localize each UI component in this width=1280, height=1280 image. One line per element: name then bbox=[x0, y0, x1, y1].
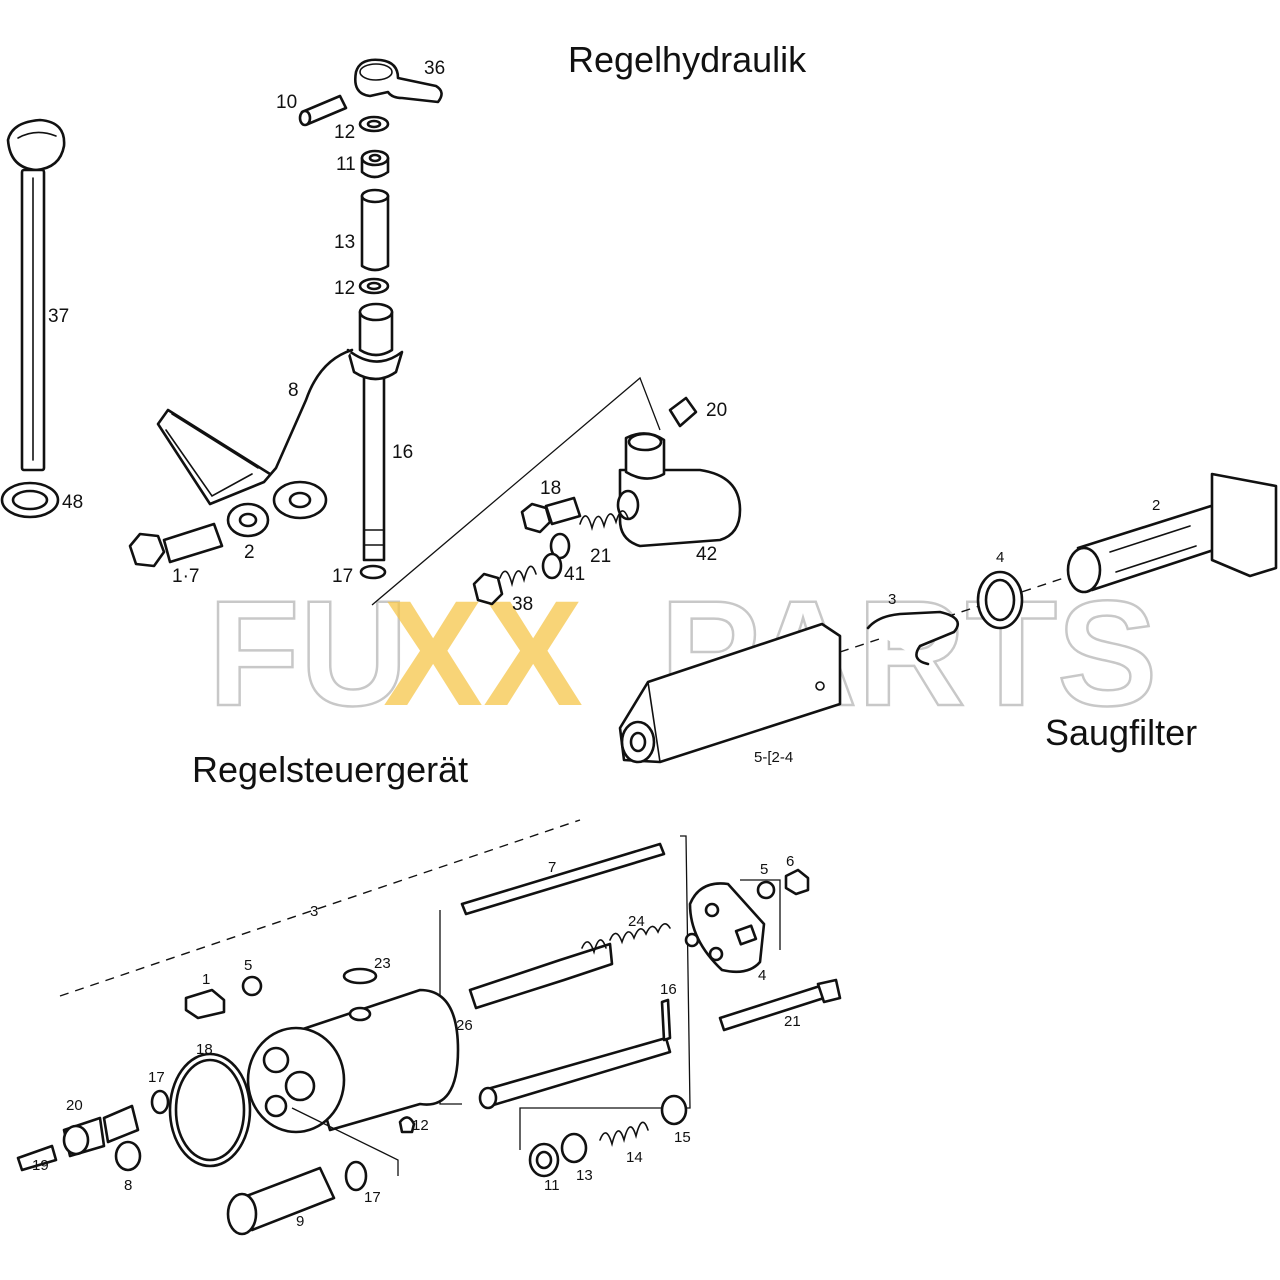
callout-12b: 12 bbox=[334, 278, 355, 299]
callout-b18: 18 bbox=[196, 1041, 213, 1058]
callout-36: 36 bbox=[424, 58, 445, 79]
callout-b19: 19 bbox=[32, 1157, 49, 1174]
callout-b26: 26 bbox=[456, 1017, 473, 1034]
part-bushing-11 bbox=[360, 149, 390, 179]
callout-b6: 6 bbox=[786, 853, 794, 870]
part-clip-17 bbox=[359, 564, 387, 580]
callout-2: 2 bbox=[244, 542, 255, 563]
part-sleeve-13 bbox=[360, 188, 390, 272]
callout-42: 42 bbox=[696, 544, 717, 565]
callout-b12: 12 bbox=[412, 1117, 429, 1134]
part-main-housing bbox=[246, 988, 460, 1134]
part-oring-23 bbox=[342, 967, 378, 985]
callout-b5b: 5 bbox=[244, 957, 252, 974]
callout-16: 16 bbox=[392, 442, 413, 463]
callout-b11: 11 bbox=[544, 1177, 560, 1194]
part-end-plate-4 bbox=[684, 882, 766, 974]
callout-21: 21 bbox=[590, 546, 611, 567]
callout-37: 37 bbox=[48, 306, 69, 327]
callout-20: 20 bbox=[706, 400, 727, 421]
callout-b17: 17 bbox=[148, 1069, 165, 1086]
part-seal-ring-4 bbox=[976, 570, 1024, 630]
callout-b5: 5 bbox=[760, 861, 768, 878]
part-gasket-18 bbox=[168, 1052, 252, 1168]
part-filter-housing-5 bbox=[618, 622, 842, 764]
callout-b1: 1 bbox=[202, 971, 210, 988]
callout-b8: 8 bbox=[124, 1177, 132, 1194]
callouts-saugfilter: 2 4 3 5-[2-4 bbox=[754, 497, 1160, 766]
part-clip-3 bbox=[866, 610, 959, 666]
part-bolt-18 bbox=[520, 496, 582, 534]
callout-b4: 4 bbox=[758, 967, 766, 984]
part-dipstick bbox=[0, 118, 66, 519]
callout-17: 17 bbox=[332, 566, 353, 587]
callout-b24: 24 bbox=[628, 913, 645, 930]
callout-b17b: 17 bbox=[364, 1189, 381, 1206]
callout-b15: 15 bbox=[674, 1129, 691, 1146]
part-washer-5 bbox=[756, 880, 776, 900]
part-fitting-9 bbox=[226, 1160, 368, 1236]
part-spool-lower bbox=[478, 998, 672, 1110]
part-bolt-21 bbox=[718, 978, 842, 1032]
callout-filter-5: 5-[2-4 bbox=[754, 749, 793, 766]
part-link-8 bbox=[156, 348, 354, 538]
part-spring-21 bbox=[549, 510, 629, 560]
callout-12: 12 bbox=[334, 122, 355, 143]
callout-1-7: 1·7 bbox=[172, 566, 199, 587]
part-filter-element-2 bbox=[1066, 472, 1278, 594]
callout-filter-4: 4 bbox=[996, 549, 1004, 566]
part-washer-12 bbox=[358, 115, 390, 133]
watermark-text-fu: FU bbox=[208, 569, 408, 737]
part-plug-12 bbox=[398, 1116, 416, 1134]
callout-41: 41 bbox=[564, 564, 585, 585]
part-screw-38 bbox=[472, 565, 537, 606]
part-washer-12b bbox=[358, 277, 390, 295]
part-rod-7 bbox=[460, 842, 666, 916]
part-bolt-17 bbox=[128, 522, 224, 568]
part-valve-parts-11-15 bbox=[528, 1094, 688, 1178]
part-washer-41 bbox=[541, 552, 563, 580]
part-shaft-16 bbox=[346, 302, 404, 562]
part-pin-10 bbox=[298, 94, 348, 127]
callout-38: 38 bbox=[512, 594, 533, 615]
callout-b16: 16 bbox=[660, 981, 677, 998]
callout-b9: 9 bbox=[296, 1213, 304, 1230]
callout-10: 10 bbox=[276, 92, 297, 113]
part-lever-36 bbox=[354, 58, 443, 104]
callout-18: 18 bbox=[540, 478, 561, 499]
callout-b14: 14 bbox=[626, 1149, 643, 1166]
callout-filter-3: 3 bbox=[888, 591, 896, 608]
part-fittings-left bbox=[16, 1089, 170, 1172]
callout-b20: 20 bbox=[66, 1097, 83, 1114]
section-title-regelhydraulik: Regelhydraulik bbox=[568, 39, 807, 80]
callout-b3: 3 bbox=[310, 903, 318, 920]
callout-b23: 23 bbox=[374, 955, 391, 972]
callout-13: 13 bbox=[334, 232, 355, 253]
section-title-saugfilter: Saugfilter bbox=[1045, 712, 1197, 753]
callout-48: 48 bbox=[62, 492, 83, 513]
part-plug-20 bbox=[668, 396, 698, 428]
section-title-regelsteuergeraet: Regelsteuergerät bbox=[192, 749, 468, 790]
callout-b13: 13 bbox=[576, 1167, 593, 1184]
callouts-regelsteuergeraet: 7 3 24 5 6 4 1 5 23 26 16 21 18 17 20 12… bbox=[32, 853, 801, 1230]
part-nut-6 bbox=[784, 868, 810, 896]
callout-b21: 21 bbox=[784, 1013, 801, 1030]
callout-8: 8 bbox=[288, 380, 299, 401]
callout-11: 11 bbox=[336, 154, 356, 175]
part-fitting-1 bbox=[184, 975, 263, 1020]
callout-filter-2: 2 bbox=[1152, 497, 1160, 514]
part-valve-block-42 bbox=[616, 432, 742, 548]
part-spool-upper bbox=[468, 923, 671, 1010]
callouts-regelhydraulik: 36 10 12 11 13 12 37 8 16 48 17 2 1·7 20… bbox=[48, 58, 727, 615]
callout-b7: 7 bbox=[548, 859, 556, 876]
